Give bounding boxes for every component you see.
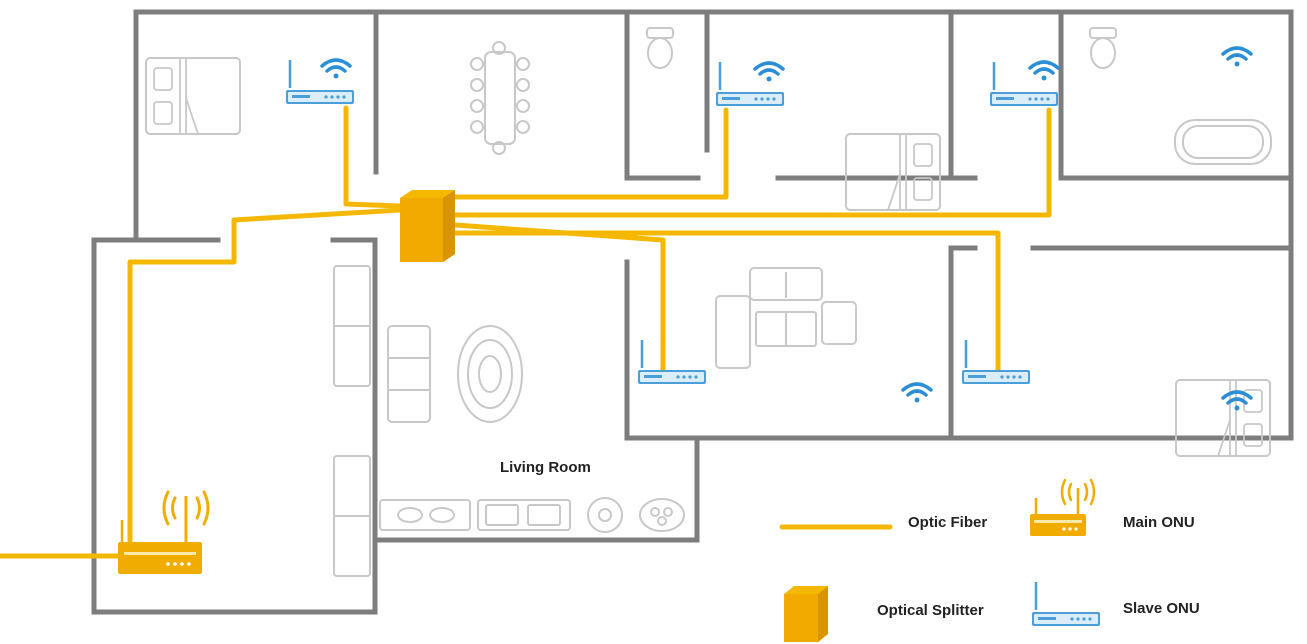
legend-optic-fiber-label: Optic Fiber [908, 514, 988, 531]
legend-optical-splitter-label: Optical Splitter [877, 602, 984, 619]
furniture [145, 41, 1272, 577]
main-onu-icon [118, 490, 210, 574]
toilet-icon [1089, 27, 1117, 69]
legend-main-onu-icon [1030, 478, 1096, 536]
wifi-icon [901, 382, 933, 405]
legend-splitter-icon [784, 586, 828, 642]
slave-onu-icon [284, 58, 356, 106]
legend-slave-onu-label: Slave ONU [1123, 600, 1200, 617]
legend-slave-onu-icon [1030, 580, 1102, 628]
fiber-network [0, 105, 1052, 559]
legend [779, 478, 1102, 642]
wifi-icon [753, 61, 785, 84]
living-room-label: Living Room [500, 459, 591, 476]
slave-onu-icon [636, 338, 708, 386]
legend-main-onu-label: Main ONU [1123, 514, 1195, 531]
optical-splitter-icon [400, 190, 455, 262]
walls [91, 9, 1294, 615]
wifi-icon [1028, 60, 1060, 83]
toilet-icon [646, 27, 674, 69]
wifi-icon [1221, 46, 1253, 69]
slave-onu-icon [714, 60, 786, 108]
wifi-icon [320, 58, 352, 81]
wifi-icon [1221, 390, 1253, 413]
